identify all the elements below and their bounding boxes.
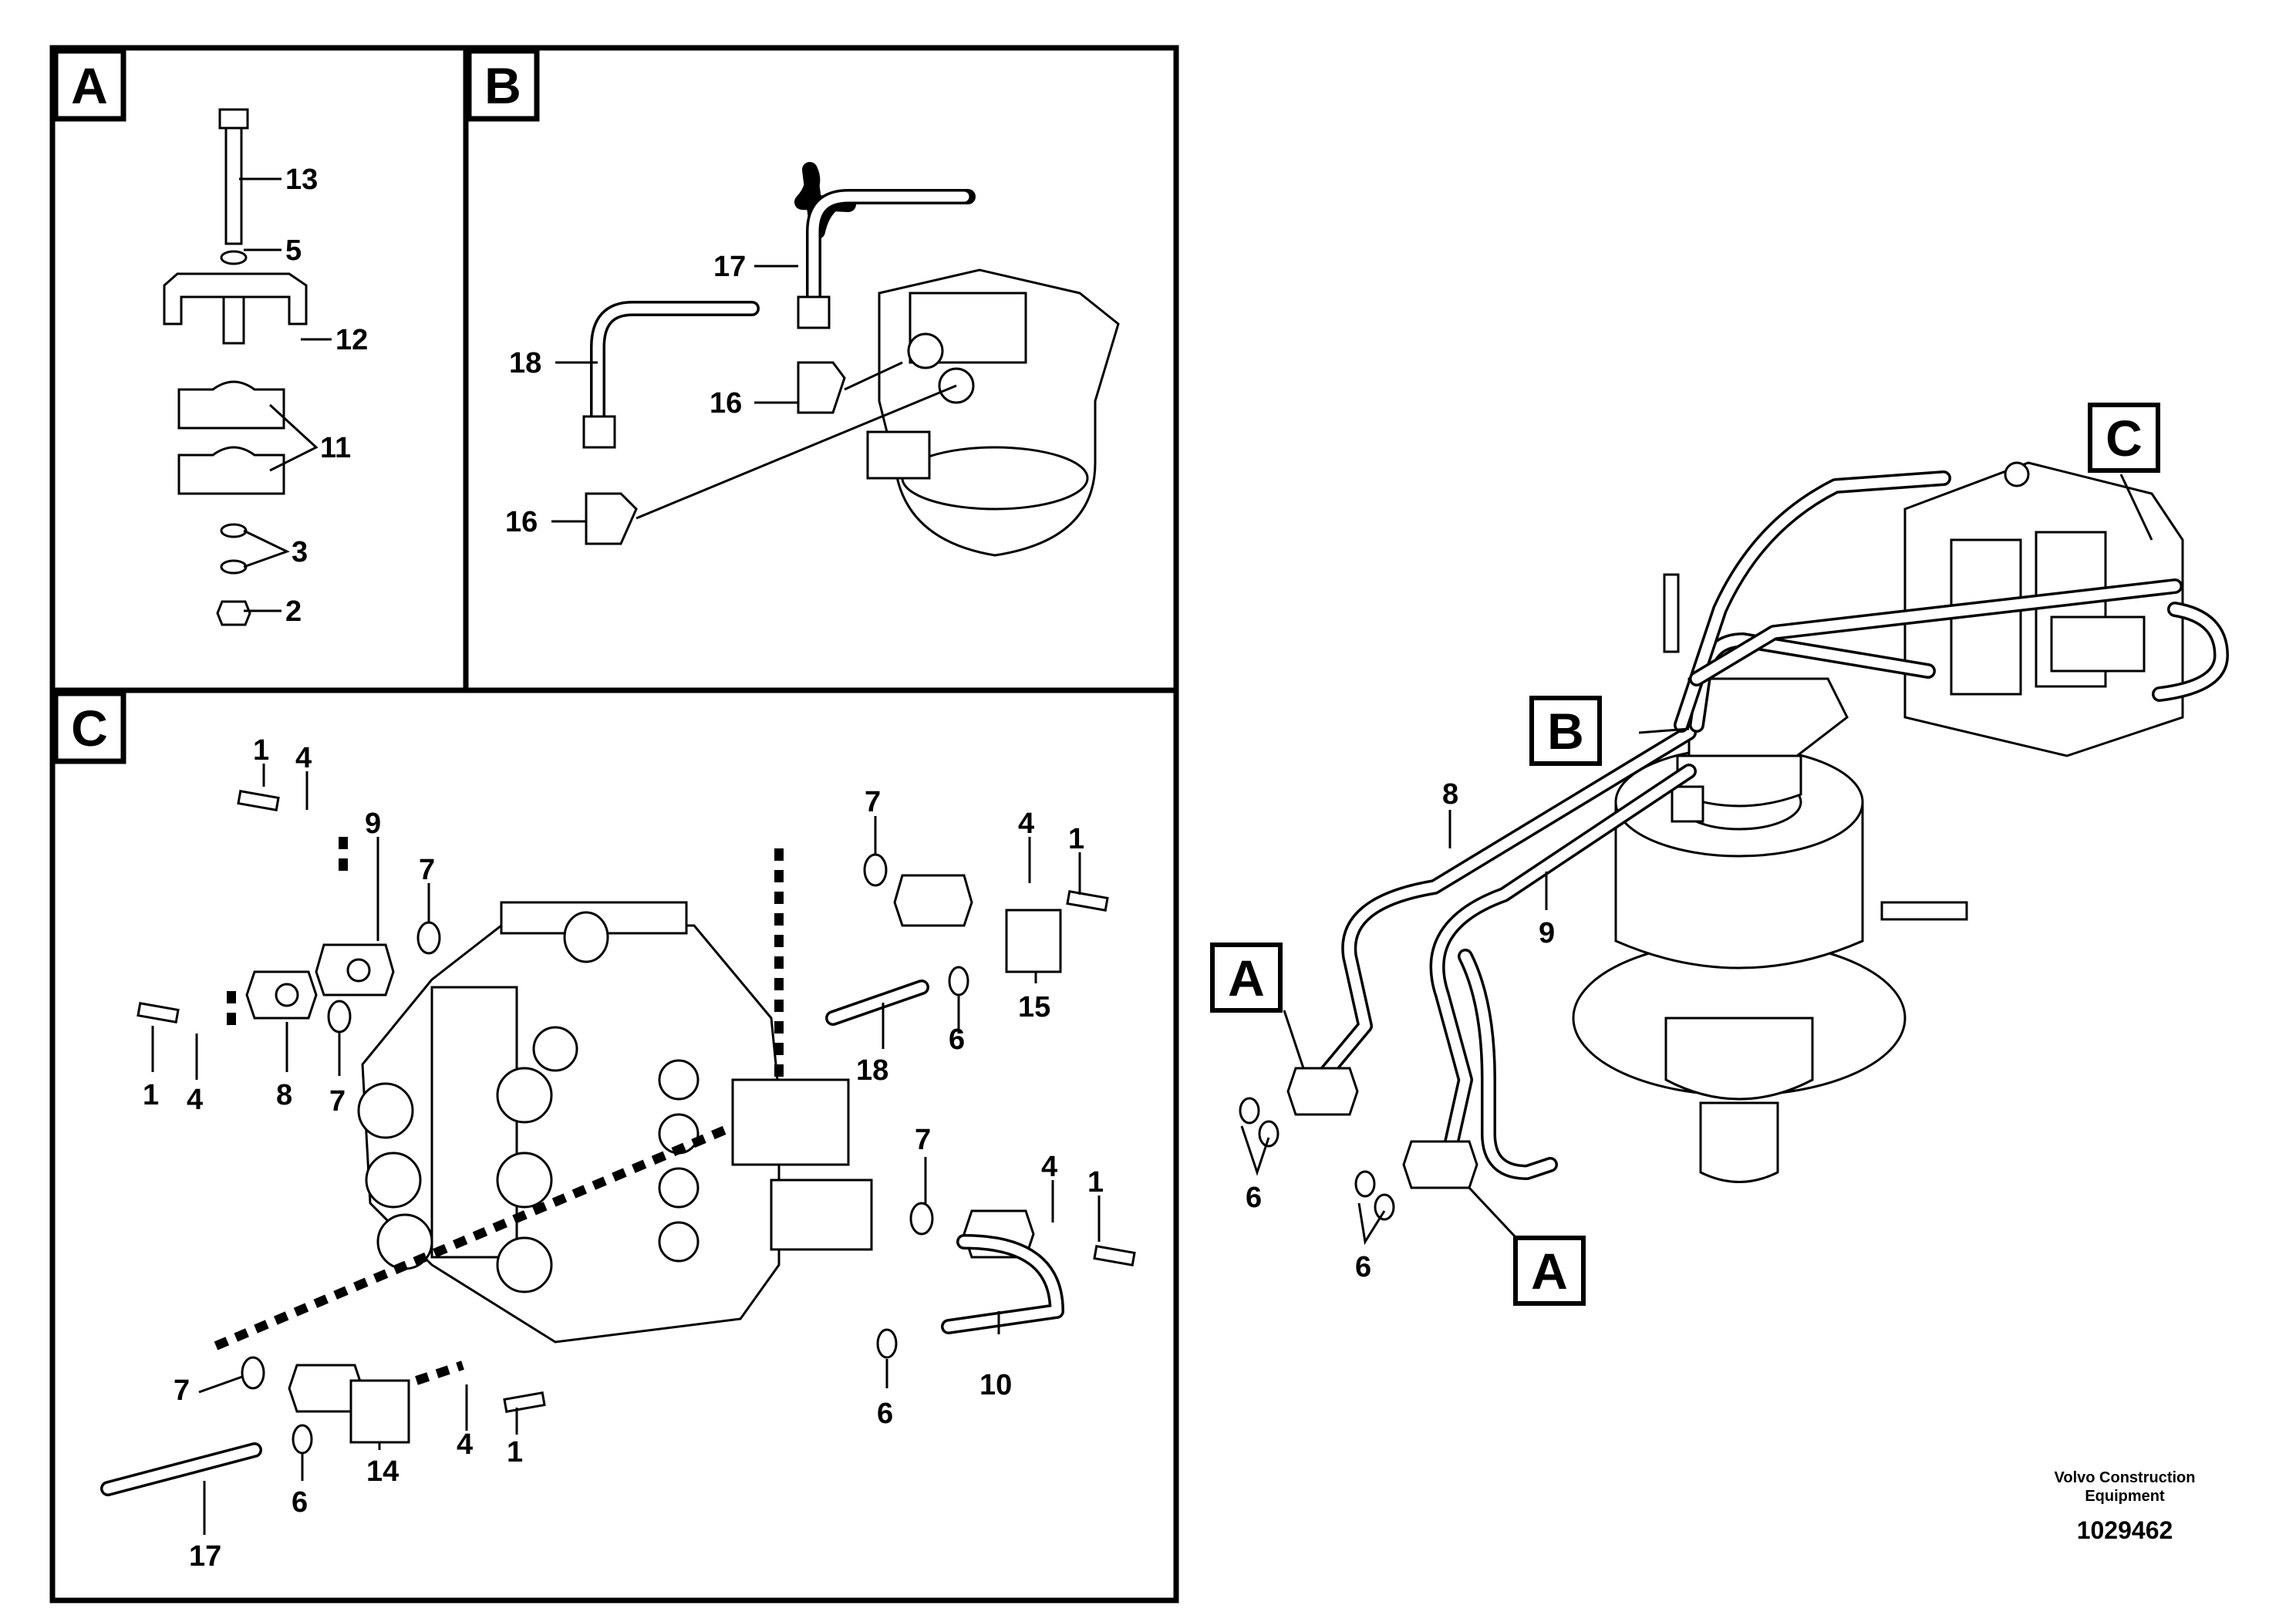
callout-1: 1 <box>1087 1166 1104 1199</box>
ref-box-b: B <box>1529 696 1602 766</box>
ref-box-a-lower: A <box>1513 1236 1586 1306</box>
callout-6: 6 <box>877 1398 893 1430</box>
callout-15: 15 <box>1018 991 1050 1023</box>
callout-7: 7 <box>419 854 435 886</box>
ref-box-a-upper: A <box>1210 943 1283 1013</box>
callout-4: 4 <box>187 1084 203 1116</box>
svg-text:A: A <box>1228 949 1265 1007</box>
callout-8: 8 <box>1442 778 1458 811</box>
panel-a-label: A <box>52 48 126 122</box>
callout-13: 13 <box>285 164 318 196</box>
callout-6: 6 <box>1355 1251 1371 1283</box>
svg-text:A: A <box>71 57 108 114</box>
panel-a-parts <box>163 108 308 626</box>
panel-c-label: C <box>52 690 126 764</box>
footer: Volvo Construction Equipment 1029462 <box>2055 1469 2196 1544</box>
callout-4: 4 <box>1018 808 1034 840</box>
callout-9: 9 <box>1539 917 1555 949</box>
svg-text:B: B <box>484 57 521 114</box>
callout-8: 8 <box>276 1079 292 1111</box>
callout-1: 1 <box>253 734 269 767</box>
callout-5: 5 <box>285 234 302 267</box>
panel-c-parts <box>100 790 1136 1496</box>
callout-12: 12 <box>335 324 368 356</box>
callout-4: 4 <box>295 742 312 774</box>
callout-17: 17 <box>713 251 746 283</box>
ref-box-c: C <box>2088 403 2160 473</box>
washer <box>220 250 248 265</box>
overview-ref-boxes: A A B C <box>1210 403 2160 1306</box>
callout-6: 6 <box>292 1486 308 1519</box>
callout-7: 7 <box>865 786 881 818</box>
callout-1: 1 <box>143 1079 159 1111</box>
callout-1: 1 <box>507 1436 523 1469</box>
panel-b-label: B <box>466 48 540 122</box>
clamp-half-lower <box>177 446 285 495</box>
panel-b-leaders <box>551 265 957 523</box>
bolt-shank <box>224 126 243 245</box>
callout-7: 7 <box>174 1374 190 1407</box>
callout-4: 4 <box>1041 1151 1057 1183</box>
callout-16-upper: 16 <box>710 387 742 420</box>
callout-1: 1 <box>1068 823 1084 855</box>
detail-frame <box>49 45 1179 1603</box>
elbow-fitting-lower <box>585 492 638 545</box>
callout-14: 14 <box>366 1455 399 1488</box>
clamp-cover <box>163 272 308 325</box>
panel-a-callouts: 13 5 12 11 3 2 <box>285 164 368 628</box>
document-number: 1029462 <box>2077 1516 2173 1544</box>
clamp-half-upper <box>177 380 285 430</box>
svg-text:C: C <box>71 700 108 757</box>
bolt-head <box>218 108 249 130</box>
callout-18: 18 <box>509 347 541 379</box>
panel-c-leaders <box>151 764 1101 1535</box>
callout-6: 6 <box>949 1023 965 1056</box>
callout-11: 11 <box>320 432 351 464</box>
svg-text:A: A <box>1531 1243 1568 1300</box>
callout-4: 4 <box>457 1428 473 1461</box>
svg-text:C: C <box>2106 410 2143 467</box>
brand-line-2: Equipment <box>2085 1488 2165 1505</box>
callout-7: 7 <box>915 1124 931 1156</box>
panel-b-callouts: 17 18 16 16 <box>505 251 746 538</box>
callout-6: 6 <box>1246 1182 1262 1214</box>
callout-7: 7 <box>329 1085 346 1118</box>
nut <box>216 600 251 626</box>
callout-9: 9 <box>365 808 381 840</box>
panel-c-callouts: 1 4 9 7 7 4 1 1 4 8 7 15 6 18 7 4 1 7 14… <box>143 734 1104 1573</box>
callout-2: 2 <box>285 595 302 628</box>
overview-callouts: 8 9 6 6 <box>1246 778 1555 1283</box>
callout-3: 3 <box>292 536 308 568</box>
brand-line-1: Volvo Construction <box>2055 1469 2196 1486</box>
panel-a-leaders <box>239 177 332 612</box>
callout-10: 10 <box>979 1369 1012 1401</box>
elbow-fitting-upper <box>797 361 846 414</box>
callout-18: 18 <box>856 1054 888 1087</box>
svg-text:B: B <box>1547 703 1584 760</box>
overview-parts <box>1239 461 2229 1221</box>
callout-16-lower: 16 <box>505 506 538 538</box>
panel-b-parts <box>582 162 1120 557</box>
callout-17: 17 <box>189 1540 221 1573</box>
